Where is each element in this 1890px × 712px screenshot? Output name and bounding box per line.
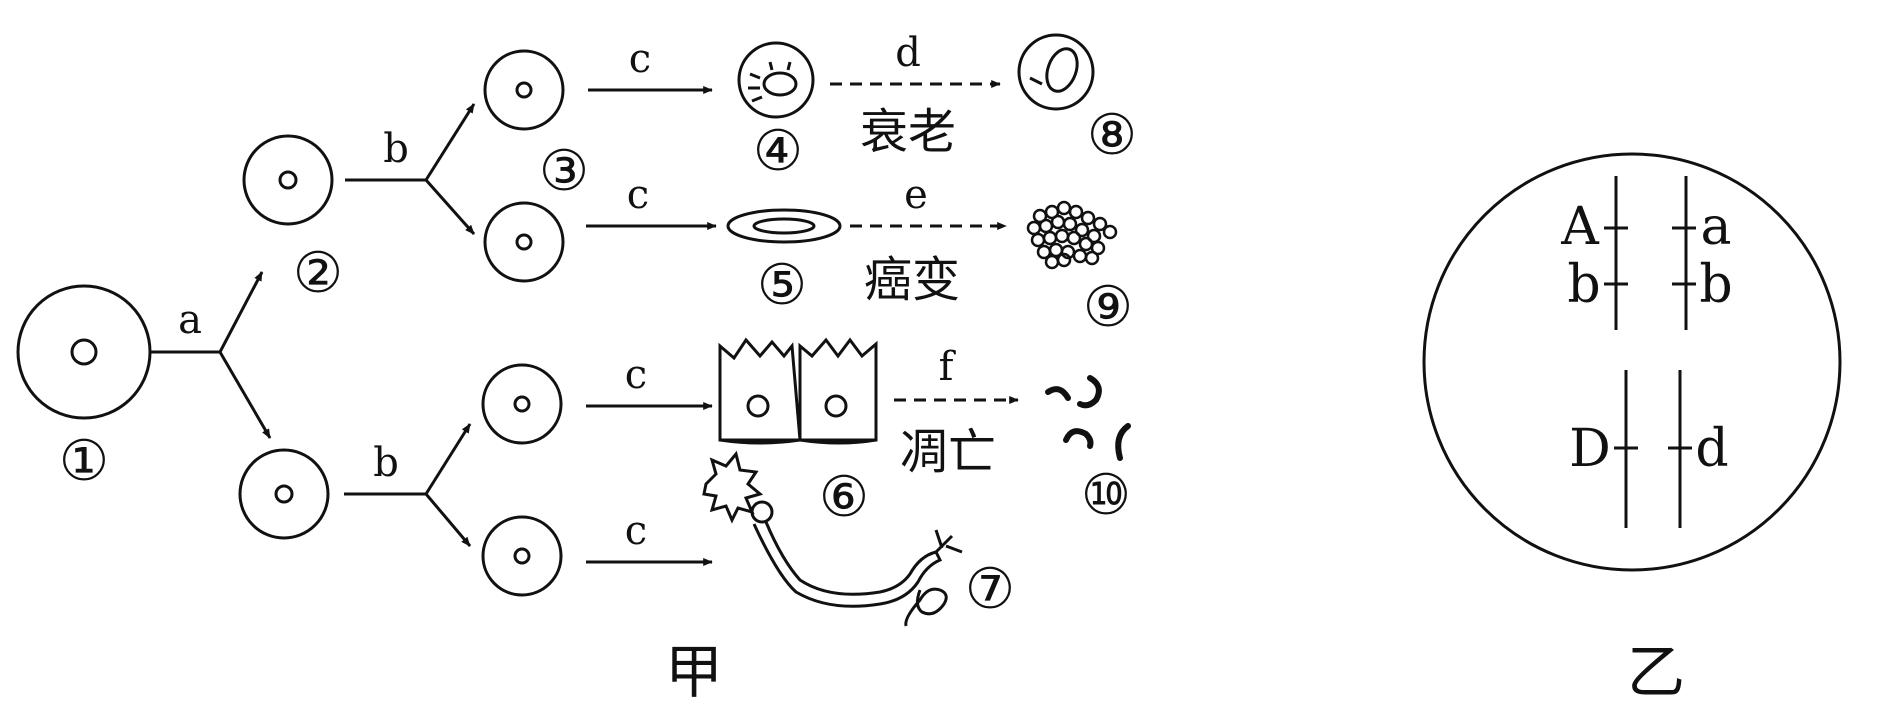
label-a: a <box>178 297 202 343</box>
label-cell-9: ⑨ <box>1083 275 1133 340</box>
figure-jia: ① a ② b b <box>16 30 1137 706</box>
branch-b-upper <box>345 103 476 235</box>
allele-b-right: b <box>1699 255 1732 315</box>
label-c-3: c <box>625 352 647 398</box>
chromosome-pair-lower <box>1614 370 1692 528</box>
cell-yi-outline <box>1422 152 1842 572</box>
label-cancer: 癌变 <box>864 252 960 308</box>
caption-jia: 甲 <box>665 638 723 706</box>
allele-d: d <box>1695 419 1728 479</box>
branch-a <box>150 271 272 439</box>
chromosome-pair-upper <box>1604 176 1696 330</box>
cell-1 <box>16 284 152 420</box>
cell-8 <box>1017 33 1095 111</box>
label-cell-4: ④ <box>753 119 803 184</box>
cell-6 <box>718 337 878 445</box>
allele-A: A <box>1560 197 1600 257</box>
label-c-4: c <box>625 508 647 554</box>
cell-2 <box>242 134 334 226</box>
allele-D: D <box>1569 419 1611 479</box>
label-c-2: c <box>627 172 649 218</box>
label-b-lower: b <box>373 440 399 486</box>
label-cell-1: ① <box>59 429 109 494</box>
label-cell-8: ⑧ <box>1087 103 1137 168</box>
cell-upper-2 <box>483 201 565 283</box>
label-cell-6: ⑥ <box>819 465 869 530</box>
cell-4 <box>737 41 815 119</box>
cell-5 <box>726 208 842 244</box>
allele-b-left: b <box>1567 255 1600 315</box>
label-cell-2: ② <box>293 241 343 306</box>
allele-a: a <box>1700 197 1731 257</box>
label-b-upper: b <box>383 126 409 172</box>
label-cell-3: ③ <box>539 139 589 204</box>
label-cell-5: ⑤ <box>757 253 807 318</box>
cell-10-fragments <box>1045 375 1131 461</box>
cell-lower-2 <box>481 515 563 597</box>
label-apoptosis: 凋亡 <box>900 424 996 480</box>
label-e: e <box>904 172 928 218</box>
cell-lower-1 <box>481 363 563 445</box>
cell-3 <box>483 49 565 131</box>
label-d: d <box>895 30 921 76</box>
branch-b-lower <box>344 423 472 547</box>
label-aging: 衰老 <box>860 104 956 160</box>
label-c-1: c <box>629 36 651 82</box>
label-cell-7: ⑦ <box>965 557 1015 622</box>
cell-7-neuron <box>702 450 963 627</box>
figure-yi: A a b b D d 乙 <box>1422 152 1842 706</box>
caption-yi: 乙 <box>1627 638 1685 706</box>
label-cell-10: ⑩ <box>1081 463 1131 528</box>
cell-9-cluster <box>1026 200 1118 270</box>
cell-lower-a <box>238 448 330 540</box>
label-f: f <box>939 344 957 390</box>
